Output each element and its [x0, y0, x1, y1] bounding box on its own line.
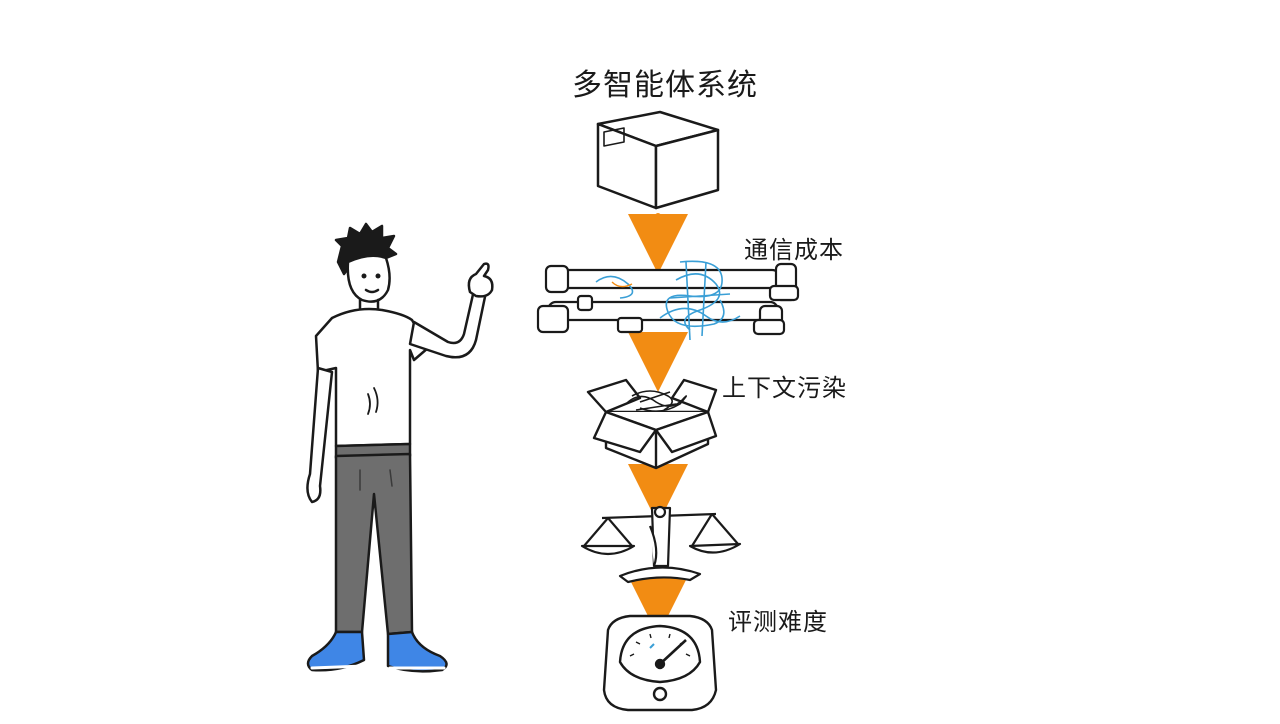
person-shirt: [314, 307, 430, 448]
tangled-pipes-icon: [536, 260, 800, 341]
balance-scale-icon: [580, 505, 742, 584]
stage-label-evaluation-difficulty: 评测难度: [728, 608, 828, 636]
person-pointing-arm: [408, 288, 488, 359]
person-left-arm: [306, 366, 334, 504]
system-box-icon: [596, 110, 720, 210]
person-face: [346, 254, 391, 303]
person-right-shoe: [386, 630, 448, 673]
person-left-shoe: [306, 630, 366, 672]
person-pants: [334, 452, 414, 636]
stage-label-communication-cost: 通信成本: [744, 236, 844, 264]
stage-label-context-pollution: 上下文污染: [722, 374, 847, 402]
person-pointing-hand: [467, 262, 494, 298]
diagram-title: 多智能体系统: [572, 68, 758, 103]
gauge-meter-icon: [602, 614, 718, 712]
messy-open-box-icon: [586, 378, 718, 470]
person-figure: [306, 222, 494, 673]
